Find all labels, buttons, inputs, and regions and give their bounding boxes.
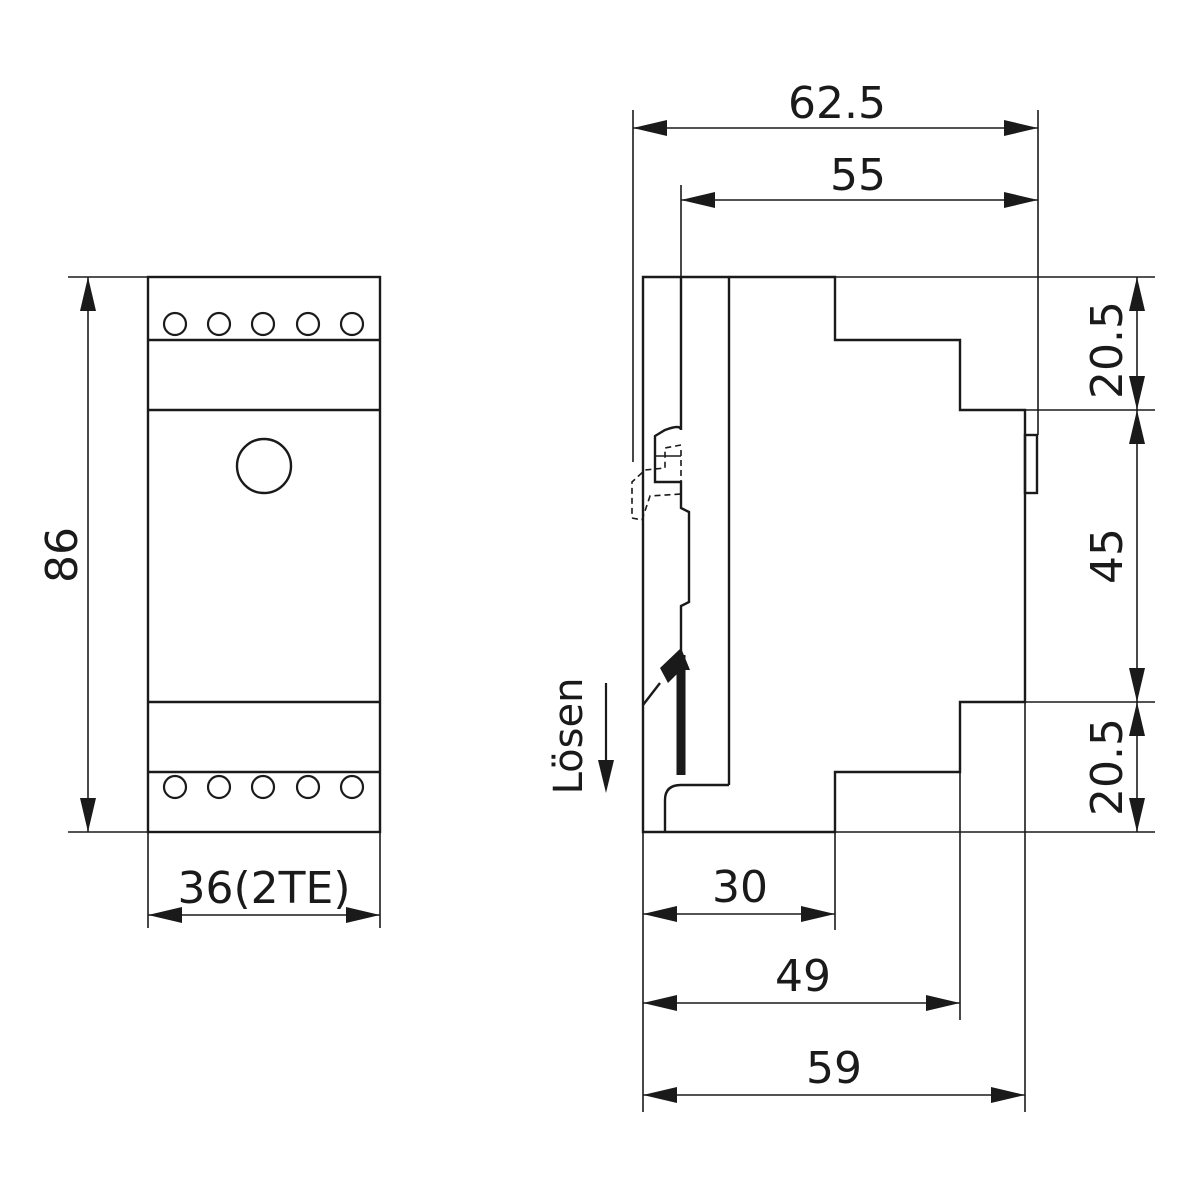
terminal-screw xyxy=(162,311,188,337)
terminal-screw xyxy=(206,311,232,337)
terminal-screw xyxy=(250,774,276,800)
dimension-label-width: 36(2TE) xyxy=(178,863,351,914)
dimension-height: 86 xyxy=(37,276,148,833)
terminal-screw xyxy=(339,774,365,800)
bottom-terminal-row xyxy=(162,774,365,800)
dimension-bottom: 30 49 59 xyxy=(642,702,1026,1112)
side-indicator-bump xyxy=(1023,433,1039,495)
terminal-screw xyxy=(162,774,188,800)
dimension-label-59: 59 xyxy=(806,1043,862,1094)
din-rail-dashed xyxy=(631,444,682,521)
terminal-screw xyxy=(250,311,276,337)
front-view: 86 36(2TE) xyxy=(37,275,382,928)
front-knob xyxy=(235,437,293,495)
dimension-label-49: 49 xyxy=(775,951,831,1002)
terminal-screw xyxy=(206,774,232,800)
top-terminal-row xyxy=(162,311,365,337)
dimension-label-front-height: 45 xyxy=(1082,528,1133,584)
side-view: Lösen 62.5 55 xyxy=(546,78,1155,1112)
dimension-label-bottom-step: 20.5 xyxy=(1082,718,1133,816)
front-housing xyxy=(146,275,382,834)
terminal-screw xyxy=(295,311,321,337)
release-label: Lösen xyxy=(546,678,592,795)
terminal-screw xyxy=(295,774,321,800)
dimension-label-30: 30 xyxy=(712,862,768,913)
terminal-screw xyxy=(339,311,365,337)
dimension-label-clip-depth: 55 xyxy=(830,150,886,201)
dimension-top-55: 55 xyxy=(680,150,1038,277)
dimension-right: 20.5 45 20.5 xyxy=(835,276,1155,833)
dimension-label-height: 86 xyxy=(37,527,88,583)
dimension-label-overall-depth: 62.5 xyxy=(788,78,886,129)
release-lever xyxy=(642,648,690,775)
side-housing-outline xyxy=(641,275,1027,834)
dimension-label-top-step: 20.5 xyxy=(1082,301,1133,399)
din-clip-profile xyxy=(653,277,729,832)
release-indicator: Lösen xyxy=(546,678,614,795)
dimension-width: 36(2TE) xyxy=(147,832,381,928)
dimension-top-62-5: 62.5 xyxy=(632,78,1039,462)
